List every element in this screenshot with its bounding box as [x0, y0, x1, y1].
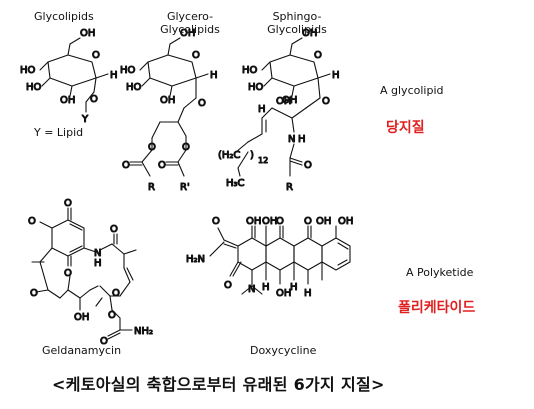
svg-text:O: O	[92, 50, 100, 61]
geldanamycin-label: Geldanamycin	[42, 344, 122, 357]
svg-text:O: O	[158, 160, 166, 171]
sphingoglycolipids-title: Sphingo- Glycolipids	[262, 10, 332, 36]
svg-text:O: O	[192, 50, 200, 61]
glycolipid-class-label: A glycolipid	[380, 84, 444, 97]
glyceroglycolipids-title-line1: Glycero-	[166, 10, 214, 23]
svg-text:OH: OH	[338, 216, 353, 227]
svg-text:HO: HO	[120, 65, 136, 76]
sphingoglycolipids-title-line2: Glycolipids	[267, 23, 327, 36]
svg-text:O: O	[110, 224, 118, 235]
svg-text:NH₂: NH₂	[134, 326, 153, 337]
svg-text:O: O	[304, 216, 312, 227]
svg-text:H: H	[94, 258, 102, 269]
polyketide-class-label: A Polyketide	[406, 266, 474, 279]
svg-text:OH: OH	[74, 312, 89, 323]
svg-text:OH: OH	[302, 28, 317, 39]
svg-text:OH: OH	[316, 216, 331, 227]
svg-text:): )	[250, 150, 254, 161]
svg-text:O: O	[148, 142, 156, 153]
svg-text:O: O	[314, 50, 322, 61]
svg-text:O: O	[212, 216, 220, 227]
svg-text:HO: HO	[126, 82, 142, 93]
glyceroglycolipid-structure: HO HO OH OH O H O O O O O R R'	[119, 27, 218, 193]
svg-text:N: N	[288, 134, 295, 145]
svg-text:O: O	[198, 98, 206, 109]
svg-text:H: H	[110, 70, 118, 81]
svg-text:H: H	[304, 288, 312, 299]
svg-text:Y: Y	[81, 114, 89, 125]
svg-text:OH: OH	[276, 288, 291, 299]
svg-text:H: H	[258, 104, 266, 115]
svg-text:R: R	[286, 182, 293, 193]
svg-text:OH: OH	[160, 95, 175, 106]
glycolipid-structure: HO HO OH OH O H O Y	[19, 27, 118, 125]
svg-text:H: H	[290, 282, 298, 293]
svg-text:OH: OH	[180, 28, 195, 39]
svg-text:O: O	[108, 310, 116, 321]
svg-text:O: O	[182, 142, 190, 153]
svg-text:OH: OH	[262, 216, 277, 227]
svg-text:O: O	[28, 216, 36, 227]
svg-text:H: H	[332, 70, 340, 81]
svg-text:H₃C: H₃C	[226, 178, 245, 189]
y-lipid-note: Y = Lipid	[34, 126, 84, 139]
svg-text:HO: HO	[242, 65, 258, 76]
geldanamycin-structure: O O O N H O O OH O O O NH₂	[27, 197, 153, 347]
svg-text:H: H	[298, 134, 306, 145]
doxycycline-structure: O H₂N O OH OH O O OH OH N H OH H H	[185, 215, 353, 299]
svg-text:(H₂C: (H₂C	[218, 150, 240, 161]
svg-text:HO: HO	[20, 65, 36, 76]
svg-text:OH: OH	[282, 95, 297, 106]
svg-text:O: O	[64, 198, 72, 209]
svg-text:O: O	[224, 280, 232, 291]
svg-text:O: O	[90, 94, 98, 105]
sphingoglycolipids-title-line1: Sphingo-	[272, 10, 322, 23]
svg-text:HO: HO	[248, 82, 264, 93]
glyceroglycolipids-title: Glycero- Glycolipids	[158, 10, 222, 36]
svg-text:O: O	[322, 96, 330, 107]
svg-text:H₂N: H₂N	[186, 254, 205, 265]
glycolipids-title: Glycolipids	[34, 10, 94, 23]
svg-text:R: R	[148, 182, 155, 193]
svg-text:12: 12	[258, 156, 268, 165]
svg-text:OH: OH	[276, 96, 291, 107]
polyketide-class-label-ko: 폴리케타이드	[398, 300, 476, 316]
svg-text:HO: HO	[26, 82, 42, 93]
svg-text:H: H	[210, 70, 218, 81]
svg-text:OH: OH	[80, 28, 95, 39]
figure-caption: <케토아실의 축합으로부터 유래된 6가지 지질>	[52, 375, 385, 394]
svg-text:OH: OH	[60, 95, 75, 106]
svg-text:O: O	[304, 160, 312, 171]
glycolipid-class-label-ko: 당지질	[386, 120, 425, 136]
svg-text:O: O	[30, 288, 38, 299]
svg-text:O: O	[276, 216, 284, 227]
svg-text:OH: OH	[246, 216, 261, 227]
svg-text:N: N	[94, 248, 101, 259]
sphingoglycolipid-structure: HO HO OH OH O H O H OH N H O R (H₂C ) 12…	[217, 27, 340, 193]
svg-text:O: O	[64, 268, 72, 279]
glyceroglycolipids-title-line2: Glycolipids	[160, 23, 220, 36]
svg-text:N: N	[248, 284, 255, 295]
svg-text:O: O	[112, 288, 120, 299]
doxycycline-label: Doxycycline	[250, 344, 317, 357]
svg-text:H: H	[262, 282, 270, 293]
svg-text:R': R'	[180, 182, 190, 193]
svg-text:O: O	[122, 160, 130, 171]
svg-text:O: O	[100, 336, 108, 347]
